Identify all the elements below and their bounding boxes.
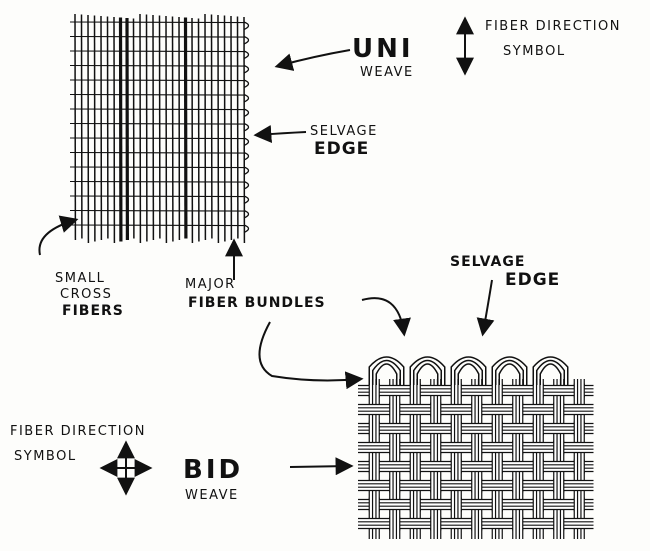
fiber-bundles-label: FIBER BUNDLES (188, 295, 326, 311)
uni-selvage-loops (243, 21, 250, 234)
edge-label-2: EDGE (505, 270, 561, 290)
uni-cross-fibers (69, 21, 247, 227)
arrow-bundles-to-bid-right (361, 297, 411, 337)
bid-fiber-direction-symbol-icon (99, 440, 153, 496)
bid-weave-label: WEAVE (185, 488, 239, 503)
bid-label: BID (183, 455, 244, 485)
bid-fiber-direction-label: FIBER DIRECTION (10, 424, 147, 439)
arrow-selvage-2 (476, 279, 495, 337)
uni-weave-label: WEAVE (360, 65, 414, 80)
bid-symbol-label: SYMBOL (14, 449, 77, 464)
uni-label: UNI (352, 34, 414, 64)
leader-arrows (38, 49, 495, 476)
bid-selvage-loops (368, 356, 569, 385)
arrow-selvage-1 (253, 124, 307, 143)
bid-weave-fabric (358, 356, 594, 539)
major-label: MAJOR (185, 277, 236, 292)
arrow-small-cross-fibers (38, 215, 79, 256)
selvage-label-1: SELVAGE (310, 124, 378, 139)
uni-fiber-direction-label: FIBER DIRECTION (485, 19, 622, 34)
arrow-bid (289, 457, 354, 476)
uni-warp-fibers (74, 13, 246, 244)
arrow-uni (274, 49, 351, 71)
selvage-label-2: SELVAGE (450, 254, 526, 270)
cross-label: CROSS (60, 287, 113, 302)
edge-label-1: EDGE (314, 139, 370, 159)
fibers-label: FIBERS (62, 303, 124, 319)
small-label: SMALL (55, 271, 106, 286)
uni-weave-fabric (69, 13, 250, 244)
arrow-bundles-to-bid-left (258, 321, 364, 390)
uni-symbol-label: SYMBOL (503, 44, 566, 59)
